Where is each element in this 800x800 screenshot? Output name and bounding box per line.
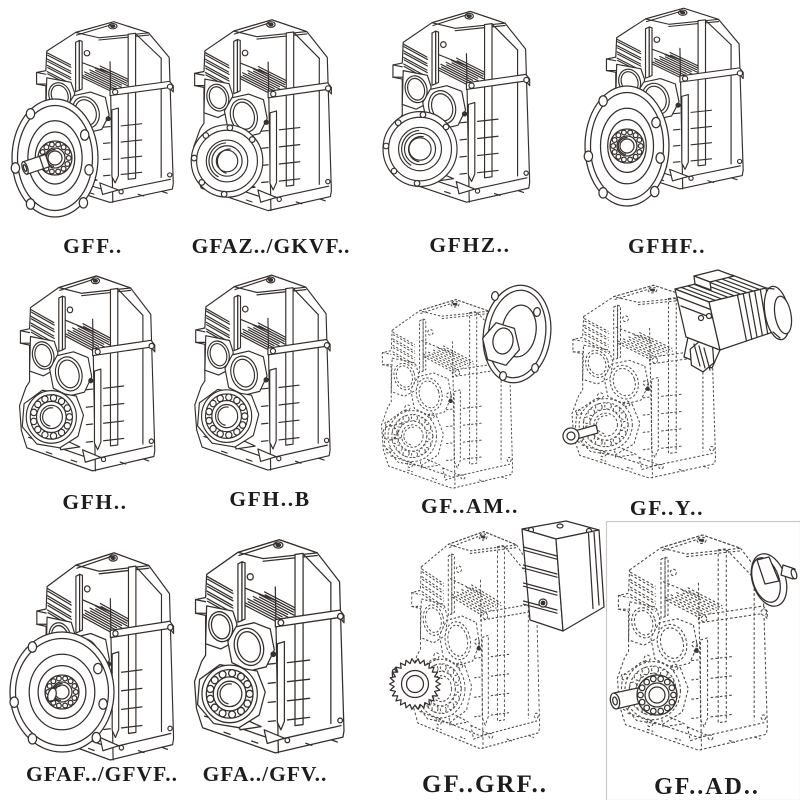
svg-text:GF..Y..: GF..Y.. xyxy=(630,496,704,520)
svg-text:GFH..: GFH.. xyxy=(62,490,127,514)
svg-text:GFHF..: GFHF.. xyxy=(628,234,706,258)
svg-text:GFHZ..: GFHZ.. xyxy=(429,233,510,257)
svg-text:GF..AM..: GF..AM.. xyxy=(421,494,519,518)
svg-text:GFAZ../GKVF..: GFAZ../GKVF.. xyxy=(192,234,351,258)
svg-text:GF..GRF..: GF..GRF.. xyxy=(422,771,548,798)
svg-text:GFH..B: GFH..B xyxy=(229,487,310,511)
svg-text:GFF..: GFF.. xyxy=(63,234,123,258)
svg-text:GFA../GFV..: GFA../GFV.. xyxy=(203,762,328,786)
svg-text:GF..AD..: GF..AD.. xyxy=(654,774,760,800)
svg-text:GFAF../GFVF..: GFAF../GFVF.. xyxy=(26,762,178,786)
